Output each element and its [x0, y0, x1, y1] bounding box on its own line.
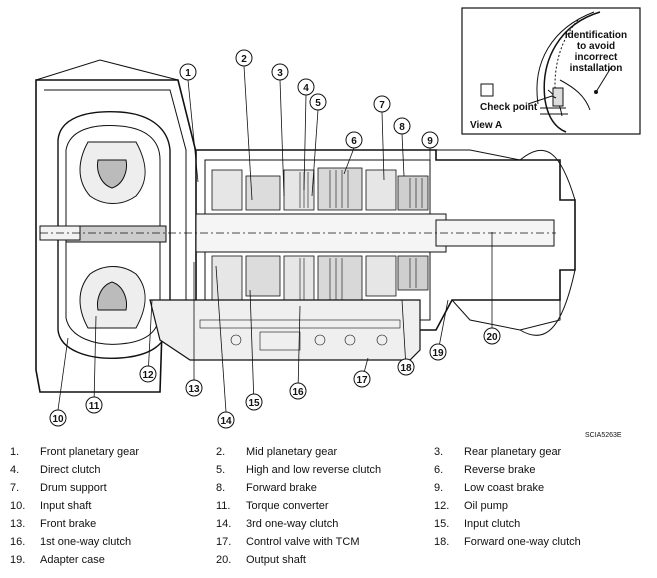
legend-item: 16.1st one-way clutch: [10, 536, 132, 548]
inset-note-line: Identification: [565, 30, 627, 41]
svg-text:3: 3: [277, 68, 283, 79]
legend-row: 13.Front brake 14.3rd one-way clutch 15.…: [0, 518, 657, 536]
legend-row: 16.1st one-way clutch 17.Control valve w…: [0, 536, 657, 554]
legend-item: 14.3rd one-way clutch: [216, 518, 339, 530]
svg-text:7: 7: [379, 100, 385, 111]
svg-text:8: 8: [399, 122, 405, 133]
callout-5: 5: [309, 93, 327, 111]
legend-item: 2.Mid planetary gear: [216, 446, 338, 458]
legend-item: 18.Forward one-way clutch: [434, 536, 581, 548]
legend-item: 15.Input clutch: [434, 518, 521, 530]
svg-text:6: 6: [351, 136, 357, 147]
callout-12: 12: [139, 365, 157, 383]
legend-row: 7.Drum support 8.Forward brake 9.Low coa…: [0, 482, 657, 500]
callout-2: 2: [235, 49, 253, 67]
callout-1: 1: [179, 63, 197, 81]
legend-item: 12.Oil pump: [434, 500, 509, 512]
drawing-code: SCIA5263E: [585, 432, 622, 439]
callout-4: 4: [297, 78, 315, 96]
svg-text:17: 17: [356, 375, 368, 386]
callout-20: 20: [483, 327, 501, 345]
legend-row: 19.Adapter case 20.Output shaft: [0, 554, 657, 572]
callout-19: 19: [429, 343, 447, 361]
callout-11: 11: [85, 396, 103, 414]
check-point-label: Check point: [480, 102, 538, 113]
legend-item: 10.Input shaft: [10, 500, 92, 512]
svg-text:4: 4: [303, 83, 309, 94]
legend-row: 1.Front planetary gear 2.Mid planetary g…: [0, 446, 657, 464]
legend-item: 20.Output shaft: [216, 554, 306, 566]
svg-text:5: 5: [315, 98, 321, 109]
callout-6: 6: [345, 131, 363, 149]
svg-text:19: 19: [432, 348, 444, 359]
callout-9: 9: [421, 131, 439, 149]
callouts: 1 2 3 4 5 6 7 8 9 10 11 12 13 14 15 16 1…: [49, 49, 501, 429]
legend-item: 1.Front planetary gear: [10, 446, 140, 458]
callout-15: 15: [245, 393, 263, 411]
callout-10: 10: [49, 409, 67, 427]
legend-row: 4.Direct clutch 5.High and low reverse c…: [0, 464, 657, 482]
legend-item: 17.Control valve with TCM: [216, 536, 360, 548]
legend-item: 4.Direct clutch: [10, 464, 101, 476]
legend-item: 8.Forward brake: [216, 482, 317, 494]
svg-text:18: 18: [400, 363, 412, 374]
callout-7: 7: [373, 95, 391, 113]
svg-text:12: 12: [142, 370, 154, 381]
svg-text:14: 14: [220, 416, 232, 427]
legend-row: 10.Input shaft 11.Torque converter 12.Oi…: [0, 500, 657, 518]
legend-item: 7.Drum support: [10, 482, 107, 494]
inset-note-line: to avoid: [577, 41, 615, 52]
svg-text:13: 13: [188, 384, 200, 395]
transmission-cutaway-diagram: Identification to avoid incorrect instal…: [35, 7, 641, 429]
svg-text:10: 10: [52, 414, 64, 425]
inset-note-line: installation: [570, 63, 623, 74]
view-a-label: View A: [470, 120, 502, 131]
legend-item: 11.Torque converter: [216, 500, 329, 512]
legend-item: 6.Reverse brake: [434, 464, 536, 476]
transmission-body: [35, 59, 576, 393]
svg-text:16: 16: [292, 387, 304, 398]
svg-text:2: 2: [241, 54, 247, 65]
callout-3: 3: [271, 63, 289, 81]
callout-14: 14: [217, 411, 235, 429]
legend-item: 9.Low coast brake: [434, 482, 545, 494]
view-a-inset: Identification to avoid incorrect instal…: [461, 7, 641, 135]
svg-text:1: 1: [185, 68, 191, 79]
inset-note-line: incorrect: [575, 52, 618, 63]
svg-text:11: 11: [89, 401, 100, 412]
legend-item: 3.Rear planetary gear: [434, 446, 562, 458]
callout-17: 17: [353, 370, 371, 388]
svg-text:15: 15: [248, 398, 260, 409]
callout-18: 18: [397, 358, 415, 376]
callout-8: 8: [393, 117, 411, 135]
svg-text:9: 9: [427, 136, 433, 147]
svg-text:20: 20: [486, 332, 498, 343]
legend-item: 5.High and low reverse clutch: [216, 464, 382, 476]
callout-16: 16: [289, 382, 307, 400]
legend-item: 19.Adapter case: [10, 554, 105, 566]
legend-item: 13.Front brake: [10, 518, 97, 530]
callout-13: 13: [185, 379, 203, 397]
